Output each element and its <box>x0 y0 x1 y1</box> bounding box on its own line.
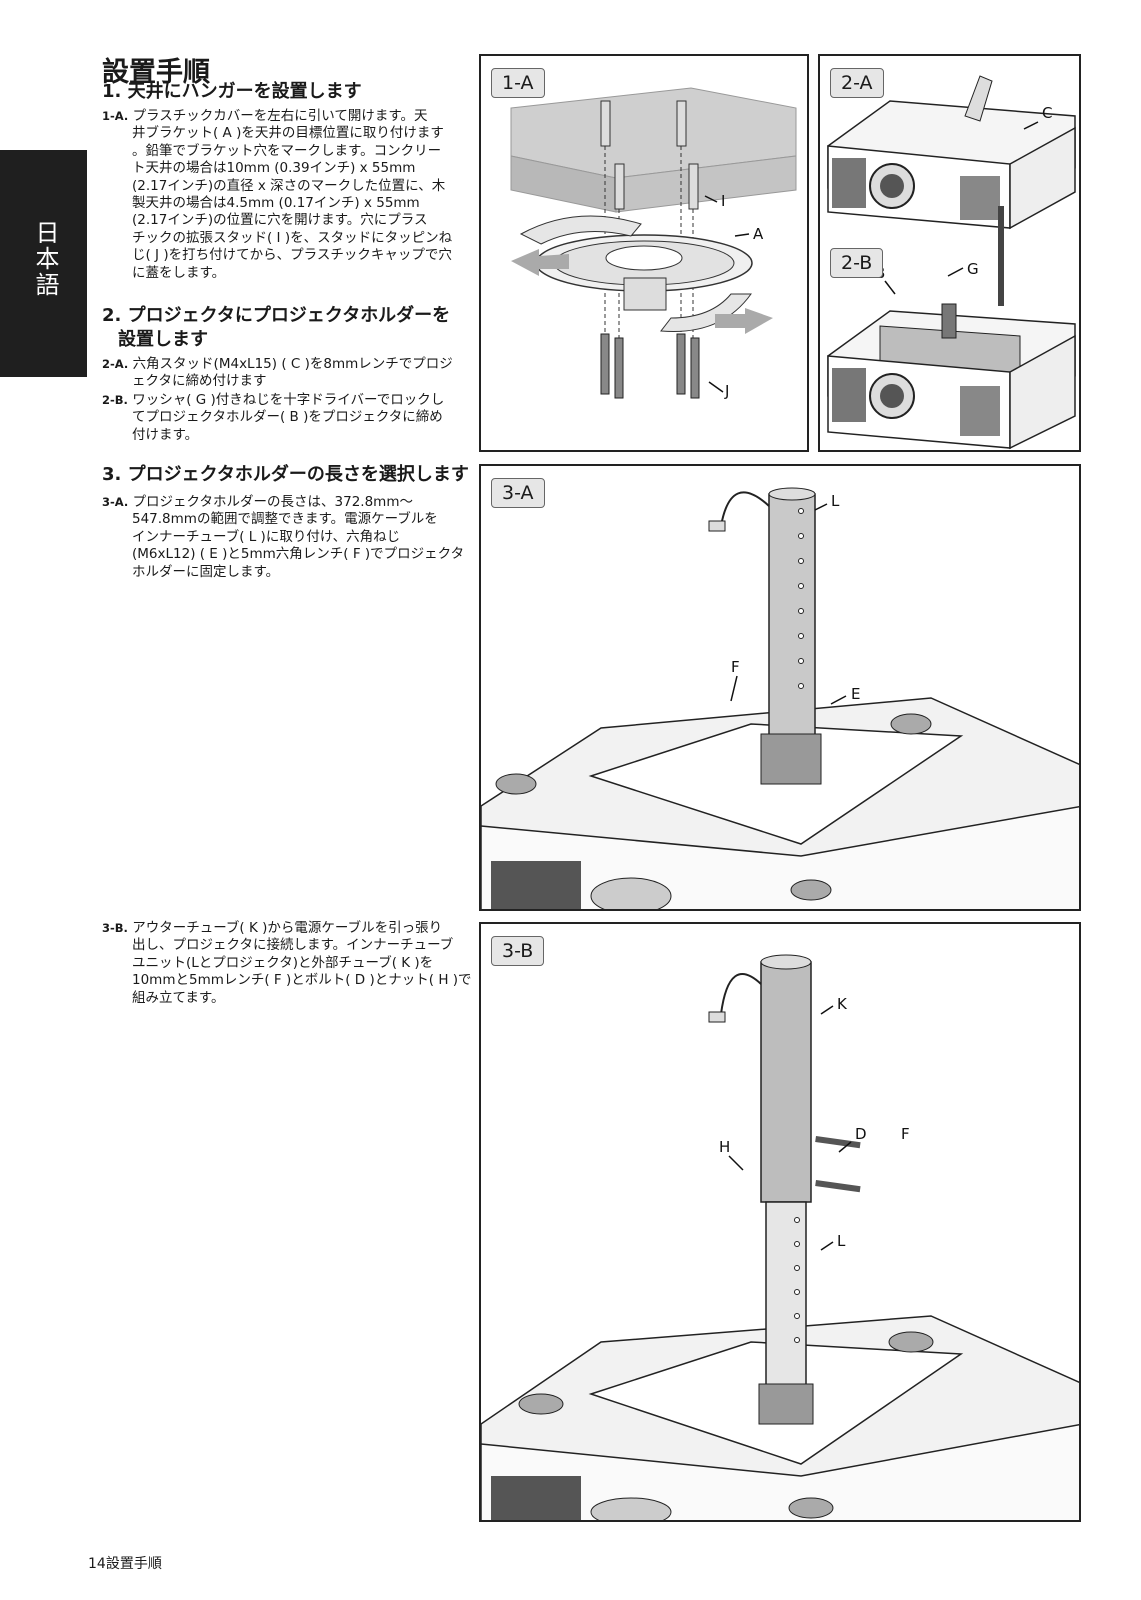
label-h: H <box>719 1138 730 1156</box>
step-3a: 3-A. プロジェクタホルダーの長さは、372.8mm～ 547.8mmの範囲で… <box>102 494 474 581</box>
language-tab-label: 日本語 <box>31 220 59 298</box>
language-tab: 日本語 <box>0 150 87 377</box>
step-3a-number: 3-A. <box>102 495 129 509</box>
figure-3a-badge: 3-A <box>491 478 545 508</box>
section-1-heading: 1. 天井にハンガーを設置します <box>102 81 362 102</box>
step-3a-line: プロジェクタホルダーの長さは、372.8mm～ <box>132 494 413 510</box>
step-3a-line: (M6xL12) ( E )と5mm六角レンチ( F )でプロジェクタ <box>132 546 465 563</box>
label-k: K <box>837 995 848 1013</box>
step-1a-line: に蓋をします。 <box>132 264 226 281</box>
label-f: F <box>731 658 740 676</box>
section-2-heading-line2: 設置します <box>118 329 208 350</box>
step-1a: 1-A. プラスチックカバーを左右に引いて開けます。天 井ブラケット( A )を… <box>102 108 474 282</box>
figure-3b-badge: 3-B <box>491 936 545 966</box>
step-1a-line: (2.17インチ)の位置に穴を開けます。穴にプラス <box>132 212 428 229</box>
step-2a: 2-A. 六角スタッド(M4xL15) ( C )を8mmレンチでプロジ ェクタ… <box>102 356 474 391</box>
figure-2a-badge: 2-A <box>830 68 884 98</box>
page-footer: 14設置手順 <box>88 1556 162 1572</box>
page-title: 設置手順 <box>102 57 210 88</box>
figure-3a-illustration: L F E <box>481 487 1079 909</box>
section-2-heading: 2. プロジェクタにプロジェクタホルダーを 設置します <box>102 304 450 352</box>
step-1a-line: 井ブラケット( A )を天井の目標位置に取り付けます <box>132 125 444 142</box>
figure-2b-badge: 2-B <box>830 248 884 278</box>
step-3b-line: アウターチューブ( K )から電源ケーブルを引っ張り <box>132 920 443 936</box>
step-3b: 3-B. アウターチューブ( K )から電源ケーブルを引っ張り 出し、プロジェク… <box>102 920 474 1007</box>
step-3b-line: ユニット(Lとプロジェクタ)と外部チューブ( K )を <box>132 954 434 971</box>
figure-3b-illustration: K H D F L <box>481 954 1079 1520</box>
step-3b-number: 3-B. <box>102 921 128 935</box>
step-2b-number: 2-B. <box>102 393 128 407</box>
figure-2: 2-A 2-B C B G <box>818 54 1081 452</box>
figure-1a-illustration: I A J <box>510 87 797 400</box>
figure-2-illustration: C B G <box>827 75 1076 450</box>
step-1a-line: (2.17インチ)の直径 x 深さのマークした位置に、木 <box>132 177 446 194</box>
section-2-heading-line1: 2. プロジェクタにプロジェクタホルダーを <box>102 305 451 326</box>
step-2a-line: 六角スタッド(M4xL15) ( C )を8mmレンチでプロジ <box>132 356 453 372</box>
label-c: C <box>1042 104 1052 122</box>
figure-1a: 1-A I A J <box>479 54 809 452</box>
step-3a-line: インナーチューブ( L )に取り付け、六角ねじ <box>132 528 401 545</box>
step-3b-line: 10mmと5mmレンチ( F )とボルト( D )とナット( H )で <box>132 972 472 989</box>
step-2b-line: ワッシャ( G )付きねじを十字ドライバーでロックし <box>132 392 445 408</box>
label-g: G <box>967 260 979 278</box>
figure-3b: 3-B K H D F L <box>479 922 1081 1522</box>
step-3a-line: 547.8mmの範囲で調整できます。電源ケーブルを <box>132 511 438 528</box>
label-d: D <box>855 1125 867 1143</box>
step-2b: 2-B. ワッシャ( G )付きねじを十字ドライバーでロックし てプロジェクタホ… <box>102 392 474 444</box>
step-3a-line: ホルダーに固定します。 <box>132 563 280 580</box>
figure-1a-badge: 1-A <box>491 68 545 98</box>
step-3b-line: 出し、プロジェクタに接続します。インナーチューブ <box>132 937 454 954</box>
label-l: L <box>837 1232 846 1250</box>
step-2b-line: 付けます。 <box>132 426 199 443</box>
step-2a-number: 2-A. <box>102 357 129 371</box>
figure-3a: 3-A L F E <box>479 464 1081 911</box>
step-1a-line: プラスチックカバーを左右に引いて開けます。天 <box>132 108 428 124</box>
section-3-heading: 3. プロジェクタホルダーの長さを選択します <box>102 464 469 485</box>
label-i: I <box>721 192 725 210</box>
label-l: L <box>831 492 840 510</box>
label-j: J <box>724 382 729 400</box>
step-1a-line: じ( J )を打ち付けてから、プラスチックキャップで穴 <box>132 247 452 264</box>
step-3b-line: 組み立てます。 <box>132 989 225 1006</box>
step-1a-line: ト天井の場合は10mm (0.39インチ) x 55mm <box>132 160 416 177</box>
step-1a-line: チックの拡張スタッド( I )を、スタッドにタッピンね <box>132 229 453 246</box>
step-2a-line: ェクタに締め付けます <box>132 373 267 390</box>
step-2b-line: てプロジェクタホルダー( B )をプロジェクタに締め <box>132 409 443 426</box>
step-1a-line: 製天井の場合は4.5mm (0.17インチ) x 55mm <box>132 195 420 212</box>
label-e: E <box>851 685 860 703</box>
step-1a-number: 1-A. <box>102 109 129 123</box>
label-f: F <box>901 1125 910 1143</box>
step-1a-line: 。鉛筆でブラケット穴をマークします。コンクリー <box>132 142 442 159</box>
label-a: A <box>753 225 764 243</box>
